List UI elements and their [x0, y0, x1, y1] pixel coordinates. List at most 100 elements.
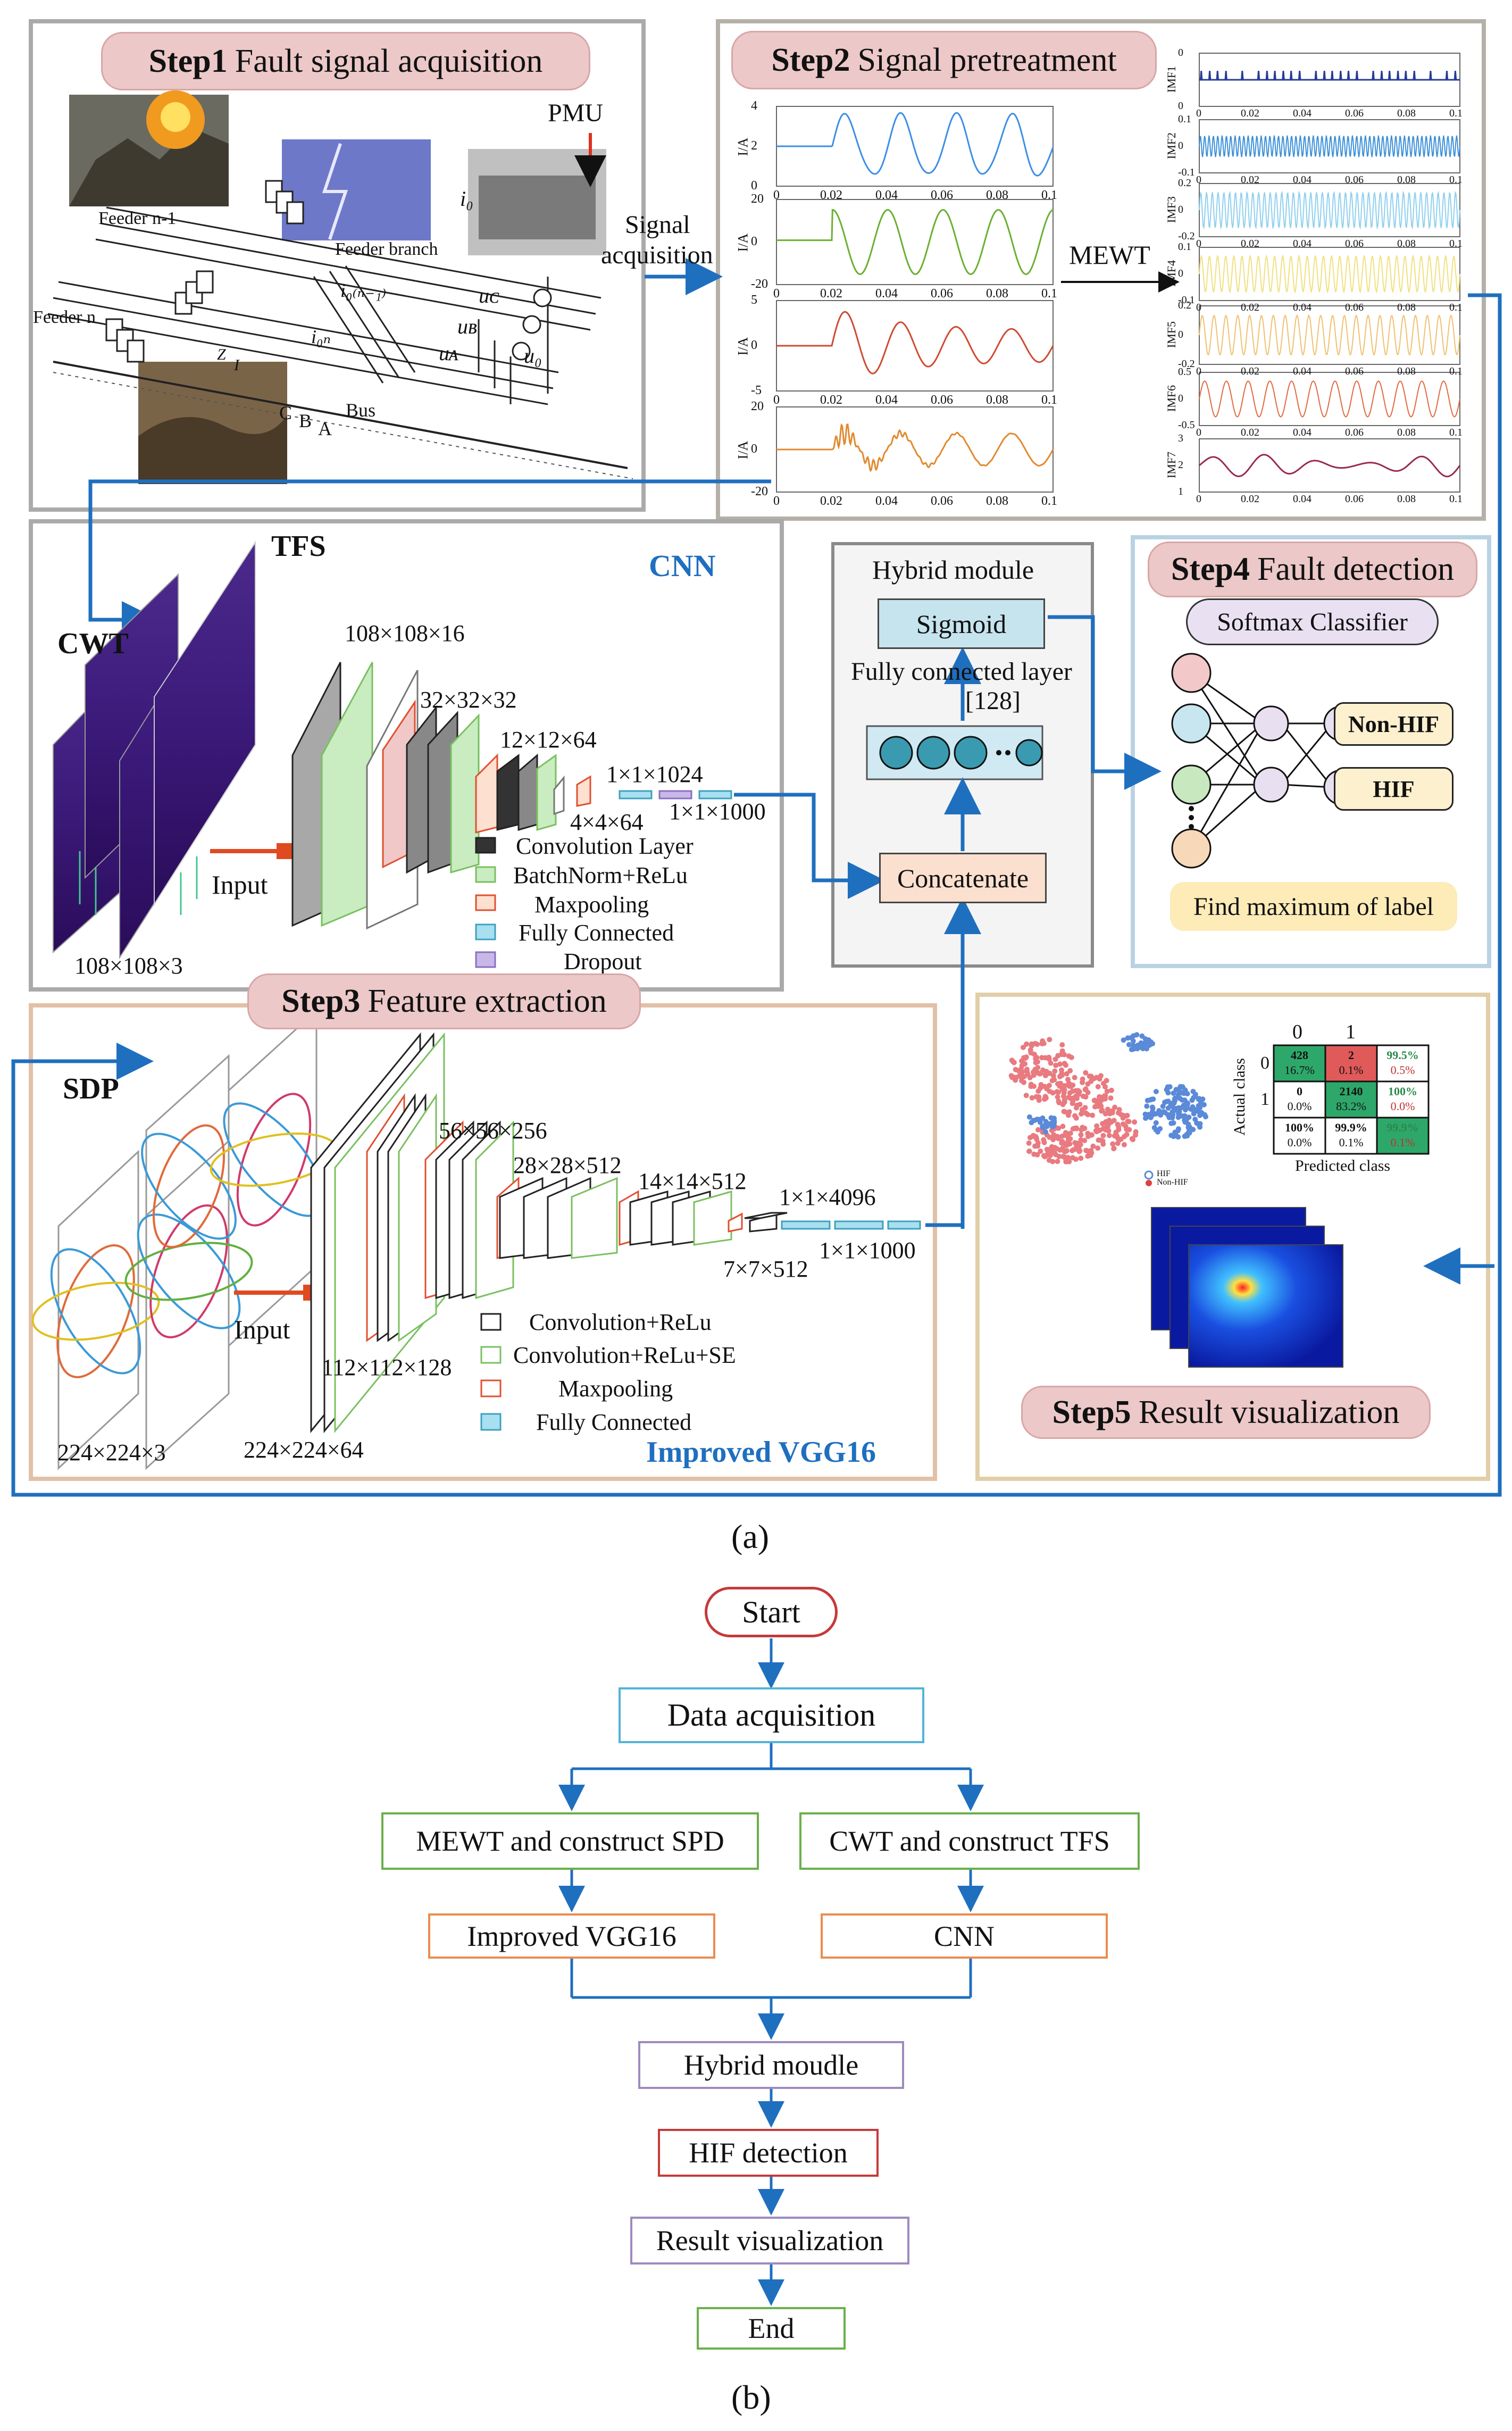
flow-mewt: MEWT and construct SPD [381, 1812, 759, 1870]
concatenate-box: Concatenate [879, 853, 1047, 903]
cnn-legend-conv: Convolution Layer [516, 833, 694, 859]
dim-224x64: 224×224×64 [244, 1437, 364, 1463]
axis-tick: 0.02 [1241, 365, 1259, 377]
axis-tick: 20 [751, 192, 764, 206]
axis-tick: 0.1 [1449, 238, 1463, 249]
axis-tick: 0 [1196, 365, 1201, 377]
flow-cwt: CWT and construct TFS [799, 1812, 1140, 1870]
axis-tick: 0 [1178, 204, 1183, 215]
axis-tick: 0.08 [1397, 365, 1416, 377]
dim-1000: 1×1×1000 [669, 798, 766, 825]
cnn-input-label: Input [212, 870, 268, 900]
axis-tick: 0 [1196, 302, 1201, 313]
axis-tick: 0 [773, 188, 780, 202]
axis-tick: 0.08 [1397, 302, 1416, 313]
axis-tick: 0.06 [1345, 238, 1364, 249]
axis-tick: 0.04 [1293, 174, 1311, 186]
axis-tick: -20 [751, 277, 768, 291]
axis-tick: 0.1 [1449, 365, 1463, 377]
axis-tick: 0 [1178, 393, 1183, 404]
axis-tick: IMF4 [1165, 260, 1179, 287]
hif-output: HIF [1334, 767, 1453, 811]
axis-tick: 0.08 [986, 287, 1008, 301]
axis-tick: -5 [751, 384, 762, 397]
improved-vgg16-label: Improved VGG16 [646, 1436, 876, 1469]
signal-acquisition-line1: Signal [625, 211, 690, 239]
dim-vgg-1000: 1×1×1000 [819, 1237, 916, 1263]
axis-tick: 0 [1196, 174, 1201, 186]
cm-ylabel: Actual class [1230, 1058, 1248, 1136]
axis-tick: 0.08 [1397, 107, 1416, 119]
dim-1024: 1×1×1024 [606, 761, 703, 787]
axis-tick: 0.1 [1449, 174, 1463, 186]
axis-tick: 0.06 [931, 287, 953, 301]
axis-tick: 0.04 [1293, 302, 1311, 313]
cm-cell-percent: 0.1% [1339, 1063, 1364, 1077]
vgg-input-label: Input [234, 1314, 290, 1344]
axis-tick: 0 [751, 338, 757, 352]
axis-tick: 0 [1178, 100, 1183, 112]
vgg-legend-conv: Convolution+ReLu [529, 1309, 712, 1335]
cm-cell-value: 99.9% [1335, 1121, 1367, 1134]
tsne-legend-nonhif: Non-HIF [1157, 1178, 1188, 1187]
cm-cell-percent: 0.1% [1390, 1136, 1415, 1149]
axis-tick: 2 [1178, 459, 1183, 471]
softmax-classifier: Softmax Classifier [1186, 598, 1439, 645]
sdp-stack [31, 1009, 338, 1470]
axis-tick: 0 [1196, 493, 1201, 505]
tsne-legend-hif: HIF [1157, 1169, 1171, 1178]
dim-32: 32×32×32 [420, 687, 517, 713]
non-hif-output: Non-HIF [1334, 702, 1453, 746]
axis-tick: -0.1 [1178, 166, 1195, 178]
axis-tick: 0.06 [1345, 427, 1364, 438]
axis-tick: 0.02 [1241, 238, 1259, 249]
axis-tick: 0 [1196, 427, 1201, 438]
step4-bold: Step4 [1171, 551, 1250, 587]
axis-tick: 0 [773, 393, 780, 407]
cm-cell-value: 2 [1348, 1048, 1354, 1062]
step2-bold: Step2 [771, 41, 850, 78]
axis-tick: 0.06 [1345, 493, 1364, 505]
axis-tick: 0.06 [931, 188, 953, 202]
axis-tick: 0.1 [1449, 107, 1463, 119]
fc-layer-size: [128] [965, 687, 1021, 715]
axis-tick: 0.04 [1293, 493, 1311, 505]
dim-12: 12×12×64 [500, 727, 597, 753]
fc-layer-label: Fully connected layer [851, 657, 1072, 686]
cm-cell-percent: 0.0% [1287, 1136, 1312, 1149]
step1-bold: Step1 [148, 43, 228, 79]
dim-108x3: 108×108×3 [74, 953, 183, 979]
axis-tick: 0.02 [820, 393, 842, 407]
step3-bold: Step3 [281, 983, 361, 1019]
step1-text: Fault signal acquisition [235, 43, 543, 79]
vgg-legend-conv-se: Convolution+ReLu+SE [513, 1342, 736, 1368]
axis-tick: 0 [1178, 47, 1183, 59]
cm-cell-percent: 0.5% [1390, 1063, 1415, 1077]
dim-224x3: 224×224×3 [57, 1439, 166, 1466]
flowchart-connectors [558, 1638, 984, 2306]
axis-tick: 0.1 [1041, 393, 1057, 407]
axis-tick: 0.04 [875, 494, 898, 508]
flow-result: Result visualization [630, 2217, 909, 2265]
feeder-branch-label: Feeder branch [335, 239, 438, 259]
if-label: I [234, 356, 239, 374]
cm-xlabel: Predicted class [1295, 1157, 1391, 1175]
axis-tick: 0.1 [1178, 241, 1191, 253]
axis-tick: 0.04 [1293, 107, 1311, 119]
axis-tick: IMF1 [1165, 65, 1179, 93]
axis-tick: I/A [735, 440, 751, 460]
axis-tick: 0.06 [931, 393, 953, 407]
axis-tick: 3 [1178, 432, 1183, 444]
axis-tick: 0.08 [1397, 238, 1416, 249]
cnn-label: CNN [649, 548, 716, 583]
dim-7: 7×7×512 [723, 1256, 808, 1282]
cnn-legend-swatches [475, 837, 496, 968]
cm-cell-value: 0 [1297, 1085, 1302, 1098]
axis-tick: 0.2 [1178, 299, 1191, 311]
cm-cell-percent: 0.0% [1390, 1100, 1415, 1113]
vgg-legend-maxpool: Maxpooling [558, 1376, 673, 1402]
axis-tick: 2 [751, 139, 757, 153]
